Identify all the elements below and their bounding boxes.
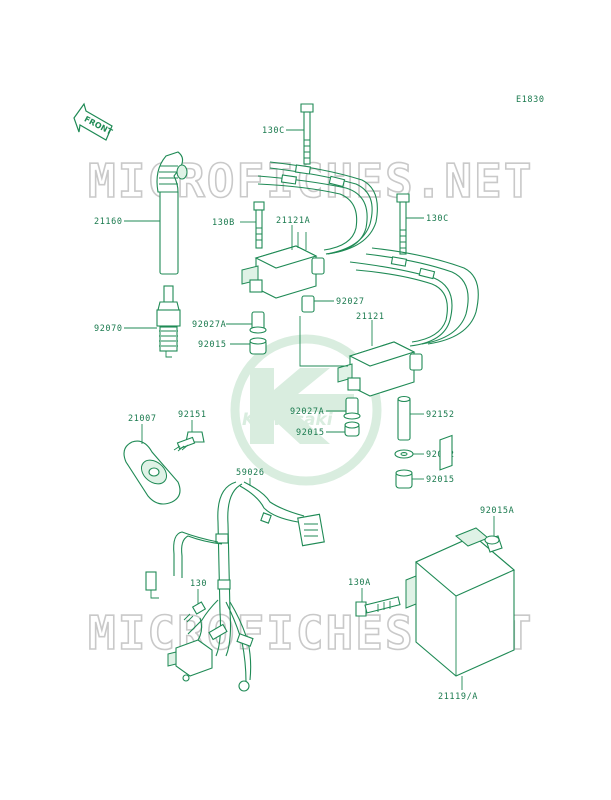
label-92152: 92152: [426, 410, 455, 420]
collar-92027: [301, 295, 315, 313]
spark-plug-cap: [156, 151, 188, 275]
grommet-92015a: [484, 535, 503, 553]
label-21007: 21007: [128, 414, 157, 424]
spark-plug: [156, 285, 181, 358]
logo-text: Kawasaki: [242, 410, 334, 430]
pulsing-coil-plate: [123, 440, 181, 505]
label-92027a-top: 92027A: [192, 320, 226, 330]
collar-92027a-mid: [343, 397, 361, 420]
label-130a: 130A: [348, 578, 371, 588]
collar-92027a-top: [249, 311, 267, 334]
bolt-130a: [355, 596, 401, 617]
label-130b: 130B: [212, 218, 235, 228]
front-arrow-icon: FRONT: [73, 102, 114, 141]
label-59026: 59026: [236, 468, 265, 478]
grommet-92015-mid: [344, 421, 360, 437]
grommet-92015-top: [249, 337, 267, 355]
ignition-leads-2: [349, 247, 479, 347]
collar-92152: [397, 395, 411, 441]
ref-code: E1830: [516, 95, 545, 105]
wiring-harness: [145, 481, 325, 692]
bolt-130c-top: [300, 103, 314, 165]
label-92015-right: 92015: [426, 475, 455, 485]
label-92015a: 92015A: [480, 506, 514, 516]
bolt-130b: [253, 201, 265, 249]
ignition-coil-lower: [337, 341, 423, 397]
label-130c-right: 130C: [426, 214, 449, 224]
label-92015-top: 92015: [198, 340, 227, 350]
ignition-leads-1: [257, 161, 378, 255]
bolt-130c-right: [396, 193, 410, 255]
pickup-coil: [167, 617, 213, 682]
ignition-coil-upper: [241, 232, 325, 299]
watermark-top: MICROFICHES.NET: [88, 154, 533, 208]
grommet-92015-right: [395, 469, 413, 489]
label-92027: 92027: [336, 297, 365, 307]
label-92151: 92151: [178, 410, 207, 420]
label-130c-top: 130C: [262, 126, 285, 136]
bolt-130: [183, 601, 207, 623]
kawasaki-logo: Kawasaki: [230, 334, 382, 486]
label-21121a: 21121A: [276, 216, 310, 226]
label-21121: 21121: [356, 312, 385, 322]
screw-92151: [173, 431, 205, 452]
label-21160: 21160: [94, 217, 123, 227]
igniter-unit: [405, 434, 516, 677]
label-92015-mid: 92015: [296, 428, 325, 438]
washer-92022: [394, 449, 414, 459]
label-92070: 92070: [94, 324, 123, 334]
label-92027a-mid: 92027A: [290, 407, 324, 417]
label-130: 130: [190, 579, 207, 589]
reference-line: [299, 316, 348, 367]
label-21119a: 21119/A: [438, 692, 478, 702]
